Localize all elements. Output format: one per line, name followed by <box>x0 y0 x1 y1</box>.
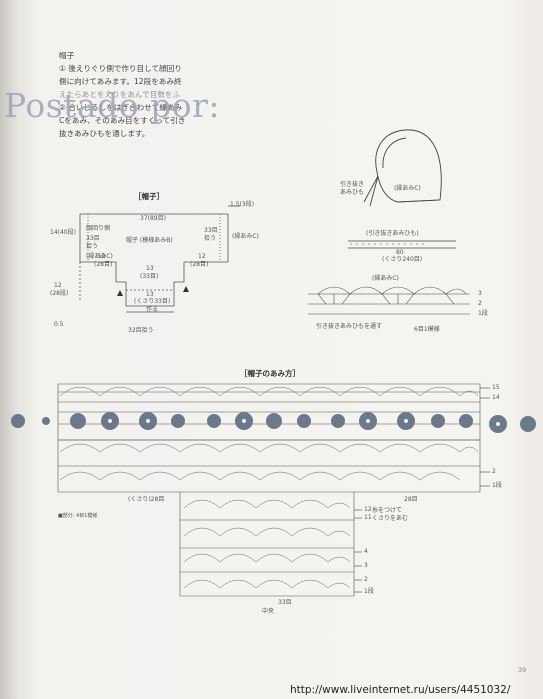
chart-fans <box>59 386 479 589</box>
hat-mid-label2: (33目) <box>140 273 159 280</box>
chart-thread-note: 糸をつけて <box>372 507 403 514</box>
edge-c-row-3: 3 <box>478 290 482 297</box>
instruction-block: 帽子 ① 後えりぐり側で作り目して顔回り 側に向けてあみます。12段をあみ終 え… <box>59 49 185 140</box>
row-arrows <box>354 387 490 593</box>
chart-thread-note2: くさりをあむ <box>372 515 409 522</box>
page-number: 39 <box>518 666 527 674</box>
hat-right-note: 1.5(3段) <box>230 201 255 208</box>
chart-row-1b: 1段 <box>364 588 374 595</box>
flower-border <box>11 412 536 433</box>
hat-left-edge: (縁あみC) <box>86 253 113 260</box>
hat-center-label: 帽子 (模様あみB) <box>126 237 173 244</box>
chart-row-4: 4 <box>364 548 368 555</box>
edge-c-row-2: 2 <box>478 300 482 307</box>
instruction-line: ② 合いじるしをはぎ合わせて縁あみ <box>59 103 183 112</box>
hat-left-side-3: 0.5 <box>54 321 64 328</box>
hat-left-height: 14(40段) <box>50 229 76 236</box>
hat-left-lower: 12 <box>98 253 106 260</box>
main-chart <box>57 383 481 597</box>
hat-mid-label: 13 <box>146 265 154 272</box>
hat-left-side-2: (28段) <box>50 290 69 297</box>
chart-row-12: 12 <box>364 506 372 513</box>
chart-title: ［帽子のあみ方］ <box>240 369 300 378</box>
source-url: http://www.liveinternet.ru/users/4451032… <box>290 684 511 696</box>
chart-legend: ■部分: 4目1模様 <box>58 513 98 519</box>
cord-length: 80 <box>396 249 404 256</box>
flower-centers <box>108 419 500 426</box>
instruction-line: Cをあみ、そのあみ目をすくって引き <box>59 116 186 125</box>
edge-c-thread-note: 引き抜きあみひもを通す <box>316 323 383 330</box>
bonnet-cord-label: 引き抜き <box>340 181 365 188</box>
hat-bottom-label3: 作る <box>146 306 159 313</box>
hat-top-width: 37(89目) <box>140 215 166 222</box>
hat-bottom-label2: (くさり33目) <box>134 298 171 305</box>
chart-row-2b: 2 <box>364 576 368 583</box>
edge-c-title: (縁あみC) <box>372 275 399 282</box>
bonnet-edge-label: (縁あみC) <box>394 185 421 192</box>
chart-left-chain: (くさり)28目 <box>128 496 165 503</box>
hat-left-rows: 33目 <box>86 235 100 242</box>
edge-c-repeat: 6目1模様 <box>414 326 440 333</box>
chart-bottom-count: 33目 <box>278 599 292 606</box>
edge-arrows <box>117 286 189 296</box>
chart-row-14: 14 <box>492 394 500 401</box>
hat-schematic <box>79 205 240 313</box>
bonnet-sketch <box>363 129 442 207</box>
cord-line <box>348 240 456 249</box>
chart-row-1: 1段 <box>492 482 502 489</box>
instruction-line: 側に向けてあみます。12段をあみ終 <box>59 77 182 86</box>
chart-row-11: 11 <box>364 514 372 521</box>
hat-right-rows: 33目 <box>204 227 218 234</box>
cord-chain: (くさり240目) <box>382 256 423 263</box>
instruction-line: ① 後えりぐり側で作り目して顔回り <box>59 64 182 73</box>
hat-bottom-pick: 32目拾う <box>128 327 154 334</box>
hat-bottom-label: 13 <box>146 291 154 298</box>
hat-left-face: 顔回り側 <box>86 225 111 232</box>
edge-c-row-1: 1段 <box>478 310 488 317</box>
hat-left-side-1: 12 <box>54 282 62 289</box>
chart-row-2: 2 <box>492 468 496 475</box>
hat-diagram-title: ［帽子］ <box>134 192 164 201</box>
instruction-line: えたらあとをえりをあんで目数をふ <box>59 90 181 99</box>
watermark-text: Postado por: <box>4 86 220 125</box>
edge-c-chart <box>308 286 470 315</box>
instruction-line: 抜きあみひもを通します。 <box>59 129 150 138</box>
hat-edge-label: (縁あみC) <box>232 233 259 240</box>
chart-row-15: 15 <box>492 384 500 391</box>
hat-left-lower2: (28目) <box>94 261 113 268</box>
hat-right-lower2: (28目) <box>190 261 209 268</box>
hat-right-lower: 12 <box>198 253 206 260</box>
hat-left-rows2: 拾う <box>86 243 99 250</box>
chart-right-chain: 28目 <box>404 496 418 503</box>
bonnet-cord-label2: あみひも <box>340 189 365 196</box>
chart-center: 中央 <box>262 608 275 615</box>
instruction-heading: 帽子 <box>59 51 75 60</box>
cord-title: (引き抜きあみひも) <box>366 230 419 237</box>
hat-right-rows2: 拾う <box>204 235 217 242</box>
chart-row-3: 3 <box>364 562 368 569</box>
